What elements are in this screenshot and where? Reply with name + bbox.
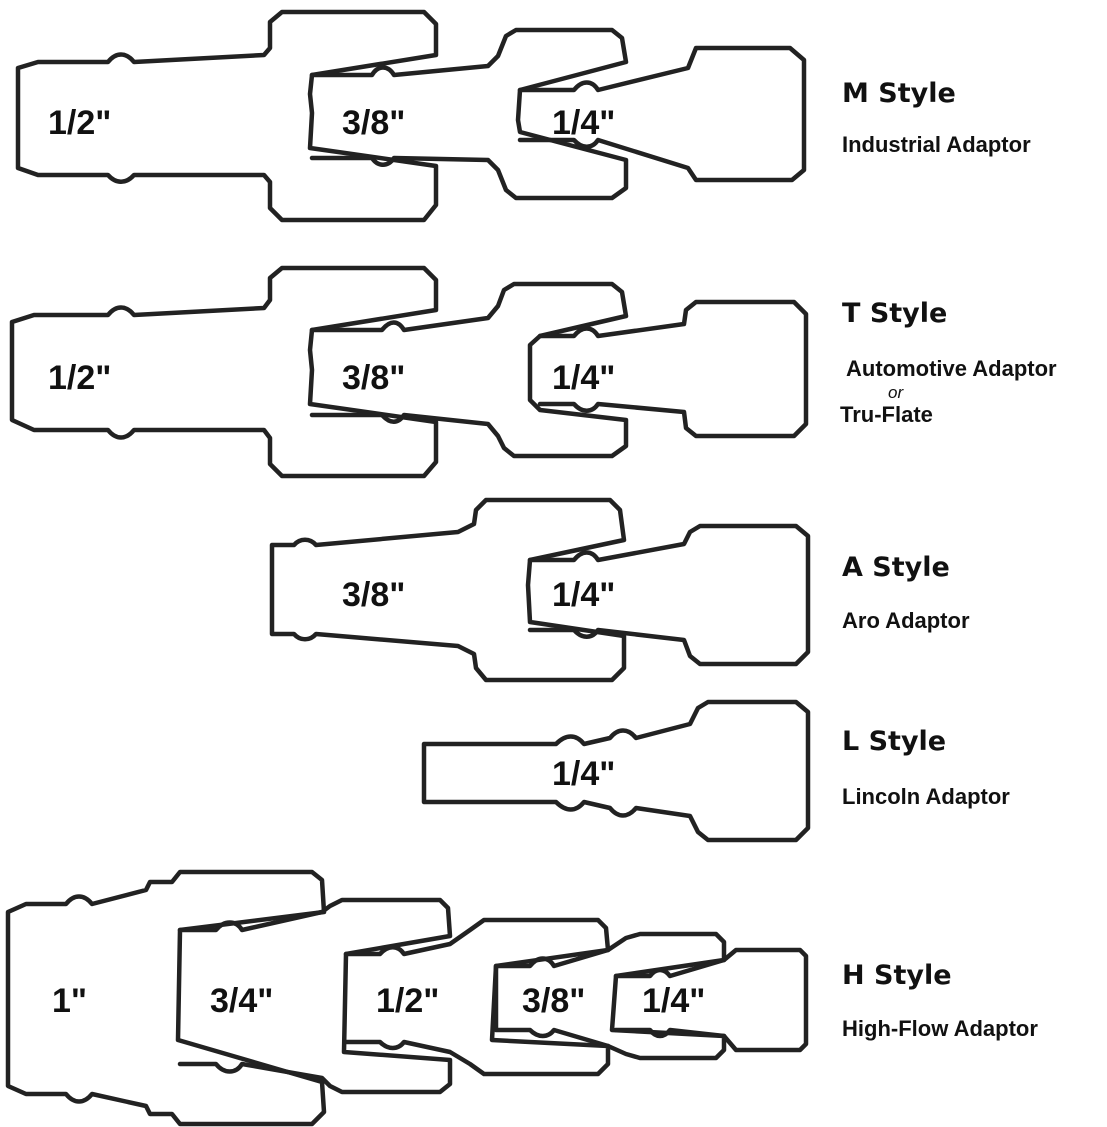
m-style-size-label: 1/4" bbox=[552, 104, 615, 142]
t-style-quarter-inch-profile bbox=[537, 299, 809, 439]
a-style-size-label: 1/4" bbox=[552, 576, 615, 614]
m-style-description: Industrial Adaptor bbox=[842, 132, 1031, 157]
a-style-title: A Style bbox=[842, 552, 950, 583]
l-style-profiles bbox=[421, 699, 811, 843]
t-style-size-label: 1/2" bbox=[48, 359, 111, 397]
t-style-profiles bbox=[9, 265, 809, 479]
m-style-quarter-inch-profile bbox=[517, 45, 807, 183]
h-style-title: H Style bbox=[842, 960, 952, 991]
h-style-three-quarter-inch-profile bbox=[177, 897, 453, 1095]
l-style-size-label: 1/4" bbox=[552, 755, 615, 793]
h-style-size-label: 1/2" bbox=[376, 982, 439, 1020]
t-style-or-text: or bbox=[888, 383, 904, 402]
m-style-three-eighths-profile bbox=[309, 27, 629, 201]
h-style-size-label: 1/4" bbox=[642, 982, 705, 1020]
t-style-title: T Style bbox=[842, 298, 948, 329]
h-style-size-label: 3/8" bbox=[522, 982, 585, 1020]
t-style-description: Automotive Adaptor bbox=[846, 356, 1057, 381]
l-style-title: L Style bbox=[842, 726, 947, 757]
t-style-size-label: 1/4" bbox=[552, 359, 615, 397]
t-style-alt-description: Tru-Flate bbox=[840, 402, 933, 427]
t-style-half-inch-profile bbox=[9, 265, 439, 479]
t-style-three-eighths-profile bbox=[309, 281, 629, 459]
h-style-size-label: 3/4" bbox=[210, 982, 273, 1020]
a-style-quarter-inch-profile bbox=[527, 523, 811, 667]
a-style-profiles bbox=[269, 497, 811, 683]
m-style-title: M Style bbox=[842, 78, 956, 109]
m-style-size-label: 3/8" bbox=[342, 104, 405, 142]
h-style-quarter-inch-profile bbox=[613, 947, 809, 1053]
t-style-size-label: 3/8" bbox=[342, 359, 405, 397]
h-style-three-eighths-profile bbox=[493, 931, 727, 1061]
l-style-description: Lincoln Adaptor bbox=[842, 784, 1010, 809]
h-style-description: High-Flow Adaptor bbox=[842, 1016, 1038, 1041]
m-style-half-inch-profile bbox=[15, 9, 439, 223]
m-style-profiles bbox=[15, 9, 807, 223]
h-style-one-inch-profile bbox=[5, 869, 327, 1127]
m-style-size-label: 1/2" bbox=[48, 104, 111, 142]
a-style-three-eighths-profile bbox=[269, 497, 627, 683]
a-style-description: Aro Adaptor bbox=[842, 608, 970, 633]
l-style-quarter-inch-profile bbox=[421, 699, 811, 843]
h-style-profiles bbox=[5, 869, 809, 1127]
a-style-size-label: 3/8" bbox=[342, 576, 405, 614]
h-style-size-label: 1" bbox=[52, 982, 87, 1020]
